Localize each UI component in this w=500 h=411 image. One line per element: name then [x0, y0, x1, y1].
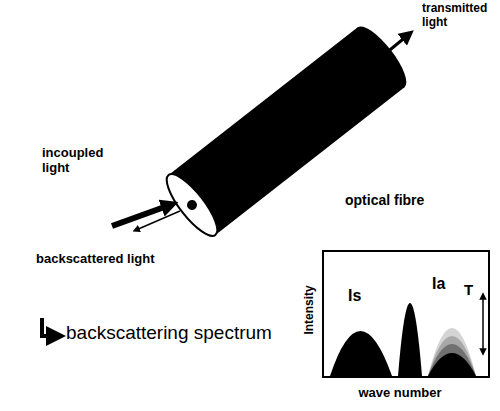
- optical-fibre: [159, 20, 414, 242]
- output-label: transmitted light: [422, 2, 498, 30]
- spectrum-label: T: [464, 282, 473, 297]
- input-label: incoupled light: [42, 146, 122, 176]
- plot-frame: Is Ia T: [322, 250, 490, 378]
- backscattered-arrow: [136, 211, 180, 230]
- spectrum-title: backscattering spectrum: [66, 322, 306, 344]
- incoupled-arrow: [112, 205, 170, 226]
- fibre-label: optical fibre: [345, 192, 465, 208]
- spectrum-plot: [330, 296, 483, 376]
- backscatter-label: backscattered light: [36, 252, 196, 267]
- axis-label: Intensity: [303, 280, 317, 340]
- axis-label: wave number: [340, 386, 460, 401]
- spectrum-label: Ia: [432, 276, 445, 292]
- pointer-arrow: [42, 318, 56, 336]
- spectrum-label: Is: [348, 288, 361, 304]
